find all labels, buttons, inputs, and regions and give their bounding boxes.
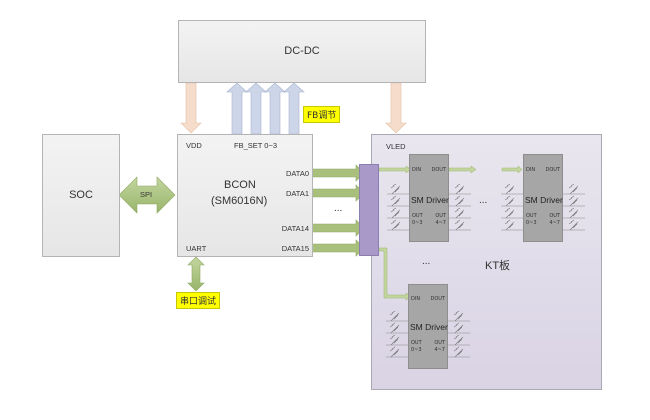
vled-label: VLED — [386, 142, 406, 151]
fb-set-arrow-1 — [245, 82, 267, 135]
led-icon — [448, 334, 470, 346]
spi-arrow — [118, 176, 176, 214]
driver-vertical-ellipsis: ... — [422, 256, 431, 267]
dcdc-block: DC-DC — [178, 20, 426, 83]
led-icon — [387, 195, 409, 207]
led-icon — [563, 207, 585, 219]
led-icon — [387, 219, 409, 231]
led-icon — [386, 322, 408, 334]
led-icon — [501, 195, 523, 207]
led-icon — [449, 183, 471, 195]
led-icon — [449, 207, 471, 219]
din-pin: DIN — [526, 167, 536, 173]
led-icon — [448, 322, 470, 334]
data1-pin-label: DATA1 — [285, 189, 309, 198]
soc-block: SOC — [42, 134, 120, 257]
driver-horizontal-ellipsis: ... — [479, 195, 488, 206]
driver0-dout-arrow — [448, 165, 477, 174]
led-symbols — [386, 183, 585, 358]
data15-pin-label: DATA15 — [281, 244, 309, 253]
led-icon — [386, 310, 408, 322]
led-icon — [563, 195, 585, 207]
serial-debug-tag: 串口调试 — [176, 292, 221, 309]
data-bus-bar — [359, 164, 379, 256]
uart-arrow — [187, 256, 205, 292]
fb-set-arrow-3 — [283, 82, 305, 135]
out-right-label: OUT — [549, 213, 560, 219]
fb-set-arrow-2 — [264, 82, 286, 135]
out-left-label: OUT — [526, 213, 537, 219]
vdd-pin-label: VDD — [186, 141, 202, 150]
out-right-range: 4~7 — [434, 347, 445, 353]
data14-pin-label: DATA14 — [281, 224, 309, 233]
data0-pin-label: DATA0 — [285, 169, 309, 178]
led-icon — [449, 219, 471, 231]
out-right-range: 4~7 — [435, 220, 446, 226]
sm-driver-0: DIN DOUT SM Driver OUT 0~3 OUT 4~7 — [409, 154, 449, 242]
driver-name: SM Driver — [411, 195, 449, 205]
led-icon — [449, 195, 471, 207]
out-left-range: 0~3 — [411, 347, 422, 353]
out-left-label: OUT — [412, 213, 423, 219]
dcdc-label: DC-DC — [284, 45, 320, 57]
din-pin: DIN — [412, 167, 422, 173]
led-icon — [501, 183, 523, 195]
out-left-range: 0~3 — [412, 220, 423, 226]
spi-label: SPI — [140, 190, 153, 199]
fb-set-pin-label: FB_SET 0~3 — [234, 141, 278, 150]
bcon-block: VDD FB_SET 0~3 BCON (SM6016N) DATA0 DATA… — [177, 134, 313, 257]
driver1-din-arrow — [501, 165, 523, 174]
bcon-subtitle: (SM6016N) — [211, 195, 268, 207]
soc-label: SOC — [69, 189, 93, 201]
driver-name: SM Driver — [410, 322, 448, 332]
led-icon — [386, 346, 408, 358]
din-pin: DIN — [411, 296, 421, 302]
sm-driver-1: DIN DOUT SM Driver OUT 0~3 OUT 4~7 — [523, 154, 563, 242]
led-icon — [501, 219, 523, 231]
dout-pin: DOUT — [430, 296, 446, 302]
out-left-label: OUT — [411, 340, 422, 346]
led-icon — [501, 207, 523, 219]
out-right-label: OUT — [434, 340, 445, 346]
led-icon — [387, 183, 409, 195]
data-ellipsis: ... — [334, 203, 343, 214]
led-icon — [448, 346, 470, 358]
out-right-range: 4~7 — [549, 220, 560, 226]
kt-board-label: KT板 — [485, 260, 511, 272]
led-icon — [387, 207, 409, 219]
out-left-range: 0~3 — [526, 220, 537, 226]
bus-to-driver2-arrow — [378, 247, 412, 301]
driver-name: SM Driver — [525, 195, 563, 205]
vdd-power-arrow — [180, 82, 202, 134]
led-icon — [563, 219, 585, 231]
led-icon — [448, 310, 470, 322]
bcon-title: BCON — [224, 179, 256, 191]
dout-pin: DOUT — [545, 167, 561, 173]
dout-pin: DOUT — [431, 167, 447, 173]
bus-to-driver0-arrow — [378, 165, 412, 174]
sm-driver-2: DIN DOUT SM Driver OUT 0~3 OUT 4~7 — [408, 284, 448, 369]
fb-adjust-tag: FB调节 — [303, 106, 341, 123]
uart-pin-label: UART — [186, 244, 207, 253]
fb-set-arrow-0 — [226, 82, 248, 135]
led-icon — [386, 334, 408, 346]
out-right-label: OUT — [435, 213, 446, 219]
led-icon — [563, 183, 585, 195]
vled-power-arrow — [385, 82, 407, 134]
